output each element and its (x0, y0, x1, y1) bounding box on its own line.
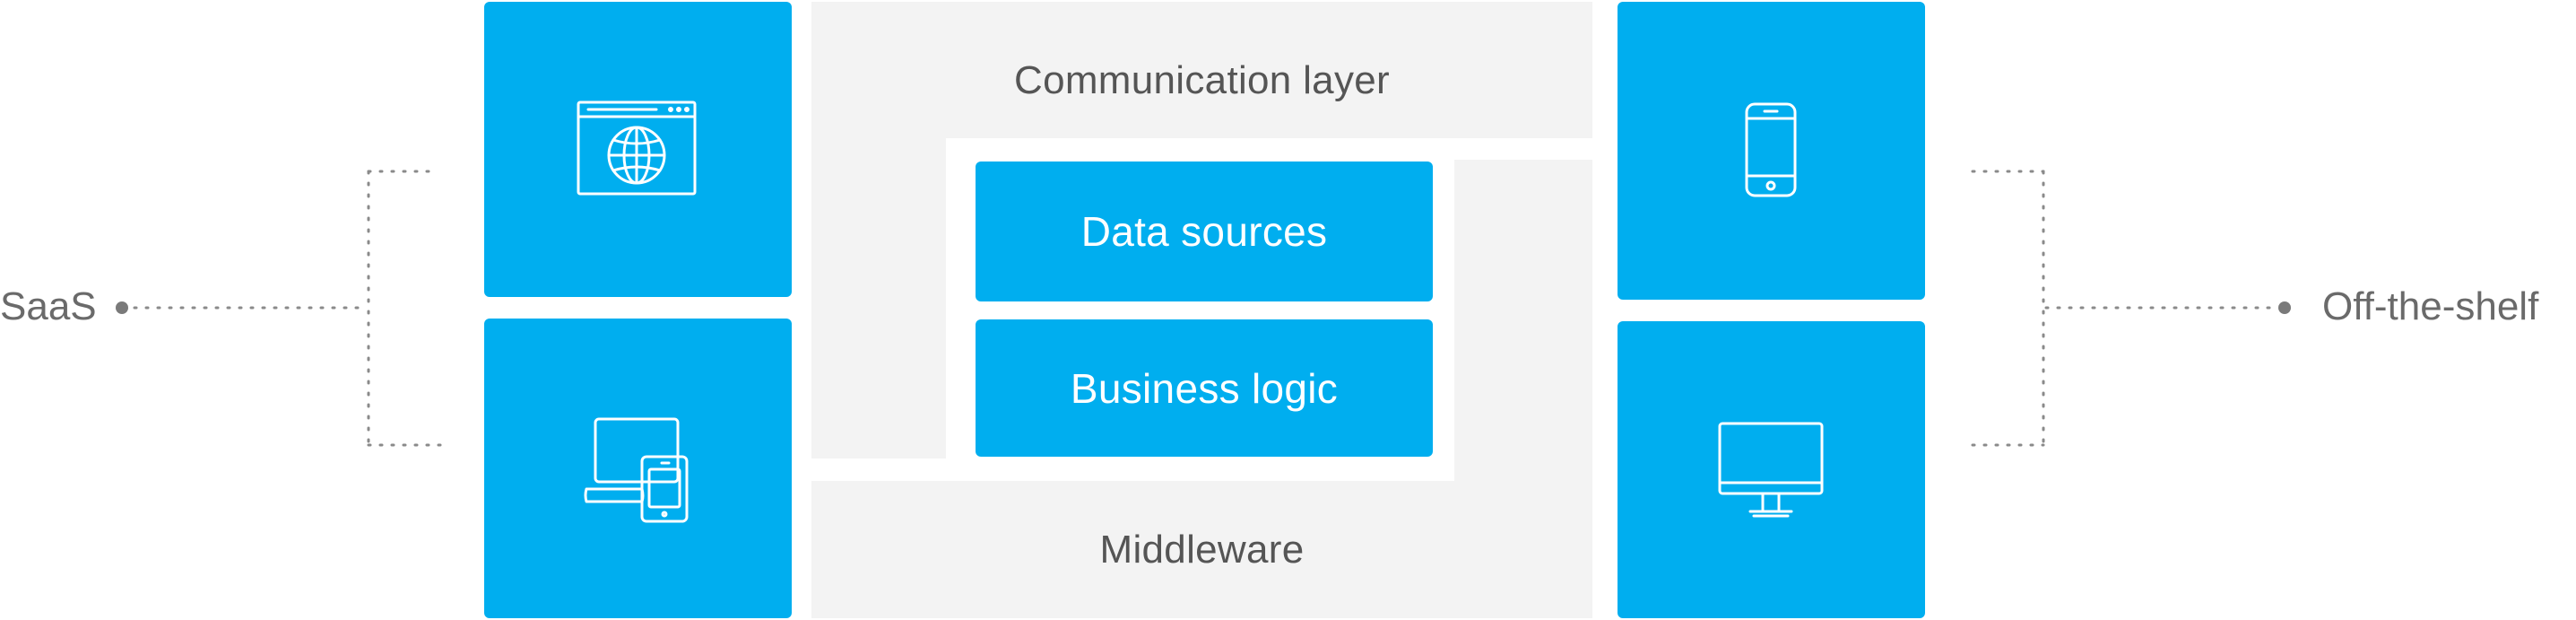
laptop-tablet-icon (584, 417, 689, 523)
laptop-tablet-tile (484, 319, 792, 618)
middleware-bottom (811, 481, 1454, 618)
off-the-shelf-label: Off-the-shelf (2322, 284, 2539, 328)
communication-layer-top (811, 2, 1592, 138)
desktop-monitor-icon (1718, 422, 1824, 518)
data-sources-box: Data sources (976, 162, 1433, 301)
communication-layer-label: Communication layer (1014, 58, 1390, 102)
business-logic-box: Business logic (976, 319, 1433, 457)
middleware-label: Middleware (1099, 527, 1305, 572)
browser-globe-icon (577, 100, 697, 196)
desktop-tile (1618, 321, 1925, 618)
saas-dot (116, 301, 128, 314)
communication-layer-left-arm (811, 138, 946, 458)
smartphone-icon (1745, 102, 1797, 197)
smartphone-tile (1618, 2, 1925, 300)
off-the-shelf-dot (2278, 301, 2291, 314)
saas-label: SaaS (0, 284, 97, 328)
middleware-right-arm (1454, 160, 1592, 618)
